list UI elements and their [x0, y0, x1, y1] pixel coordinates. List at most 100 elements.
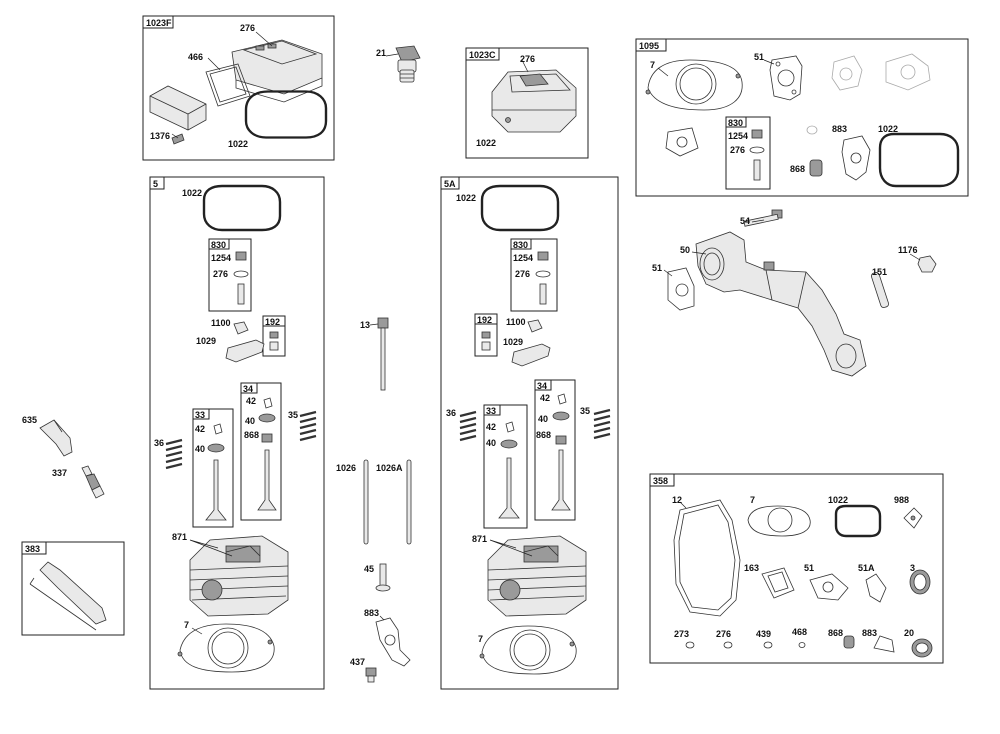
group-label-1023c: 1023C [469, 50, 496, 60]
part-label-12: 12 [672, 495, 682, 505]
part-label-1100: 1100 [211, 318, 231, 328]
part-label-1022: 1022 [182, 188, 202, 198]
gasket-51a-part [865, 573, 887, 603]
group-label-192: 192 [265, 317, 280, 327]
group-label-383: 383 [25, 544, 40, 554]
part-label-40: 40 [195, 444, 205, 454]
part-label-3: 3 [910, 563, 915, 573]
part-label-276: 276 [520, 54, 535, 64]
manifold-nut-part [917, 255, 937, 273]
part-label-871: 871 [472, 534, 487, 544]
part-label-36: 36 [446, 408, 456, 418]
part-label-1022: 1022 [476, 138, 496, 148]
screw-part [365, 667, 377, 683]
part-label-36: 36 [154, 438, 164, 448]
group-label-192: 192 [477, 315, 492, 325]
group-label-830: 830 [728, 118, 743, 128]
part-label-1022: 1022 [828, 495, 848, 505]
exhaust-manifold-part [695, 231, 867, 377]
manifold-gasket-part [667, 267, 695, 311]
part-label-45: 45 [364, 564, 374, 574]
gasket-163-part [761, 567, 795, 599]
valve-spring-part [299, 410, 317, 442]
spark-plug-boot-part [39, 419, 73, 457]
part-label-1100: 1100 [506, 317, 526, 327]
part-label-1029: 1029 [503, 337, 523, 347]
spark-plug-group: 635 337 [22, 415, 105, 499]
part-label-1026: 1026 [336, 463, 356, 473]
valve-cover-1023c-part [491, 69, 577, 133]
part-label-988: 988 [894, 495, 909, 505]
part-label-883: 883 [364, 608, 379, 618]
part-label-1022: 1022 [878, 124, 898, 134]
gasket-1022-part [878, 132, 960, 188]
oil-seal-part [909, 569, 931, 595]
part-label-54: 54 [740, 216, 750, 226]
exhaust-manifold-group: 54 50 51 1176 151 [652, 209, 937, 377]
part-label-40: 40 [486, 438, 496, 448]
part-label-466: 466 [188, 52, 203, 62]
spark-plug-wrench-part [29, 561, 107, 631]
part-label-868: 868 [790, 164, 805, 174]
head-gasket-part [177, 623, 275, 673]
gasket-1022-part [834, 504, 882, 538]
part-label-50: 50 [680, 245, 690, 255]
part-label-35: 35 [580, 406, 590, 416]
oil-fill-cap-part: 21 [376, 45, 421, 83]
part-label-40: 40 [245, 416, 255, 426]
part-label-868: 868 [828, 628, 843, 638]
part-label-883: 883 [862, 628, 877, 638]
group-label-34: 34 [243, 384, 253, 394]
group-label-1023f: 1023F [146, 18, 172, 28]
part-label-1254: 1254 [728, 131, 748, 141]
head-gasket-part [747, 505, 811, 537]
part-label-276: 276 [240, 23, 255, 33]
group-358: 358 12 7 1022 988 163 51 51A [649, 473, 944, 664]
group-label-33: 33 [486, 406, 496, 416]
group-label-830: 830 [211, 240, 226, 250]
crankcase-gasket-part [673, 499, 741, 617]
gasket-faded-part [831, 55, 863, 91]
group-1095: 1095 830 1254 [635, 38, 969, 197]
valve-seal-part [843, 635, 855, 649]
middle-parts: 13 1026 1026A 45 883 437 [336, 317, 412, 683]
part-label-13: 13 [360, 320, 370, 330]
gasket-1022-part [244, 90, 328, 139]
gasket-1022-part [480, 184, 560, 232]
group-1023f: 1023F 276 466 1376 1022 [142, 15, 335, 161]
part-label-437: 437 [350, 657, 365, 667]
part-label-468: 468 [792, 627, 807, 637]
push-rod-part [406, 459, 412, 545]
cylinder-head-part [189, 535, 289, 617]
tappet-part [375, 563, 391, 592]
washer-439-part [763, 641, 773, 649]
gasket-883-part [873, 635, 895, 653]
head-bolt-part [377, 317, 389, 391]
stud-part [871, 272, 889, 308]
part-label-439: 439 [756, 629, 771, 639]
small-gasket-part [665, 127, 699, 157]
part-label-7: 7 [184, 620, 189, 630]
part-label-273: 273 [674, 629, 689, 639]
washer-468-part [798, 642, 806, 648]
valve-spring-part [165, 438, 183, 470]
rocker-arm-part [511, 343, 551, 367]
group-1023c: 1023C 276 1022 [465, 47, 589, 159]
part-label-42: 42 [246, 396, 256, 406]
part-label-1022: 1022 [456, 193, 476, 203]
part-label-151: 151 [872, 267, 887, 277]
group-label-1095: 1095 [639, 41, 659, 51]
part-label-1176: 1176 [898, 245, 918, 255]
part-label-635: 635 [22, 415, 37, 425]
head-gasket-part [479, 625, 577, 675]
part-label-51: 51 [754, 52, 764, 62]
part-label-7: 7 [650, 60, 655, 70]
exhaust-gasket-part [375, 617, 411, 667]
push-rod-part [363, 459, 369, 545]
group-label-33: 33 [195, 410, 205, 420]
part-label-7: 7 [750, 495, 755, 505]
part-label-868: 868 [536, 430, 551, 440]
breather-cover-part [149, 85, 207, 145]
rocker-arm-part [225, 339, 265, 363]
